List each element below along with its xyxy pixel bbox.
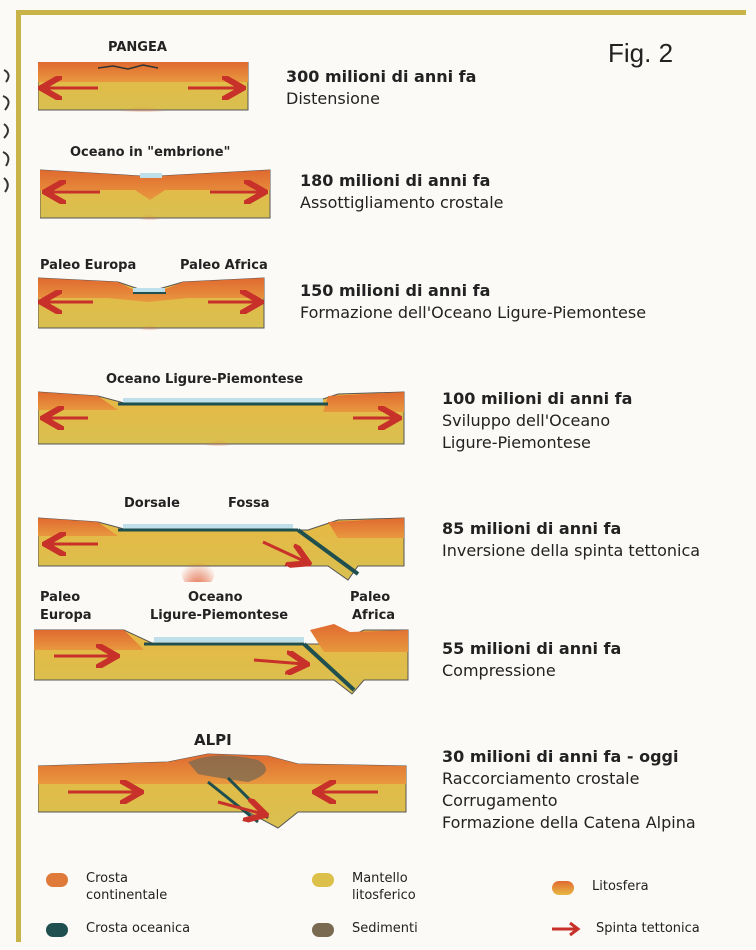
stage-100-heading: 100 milioni di anni fa	[442, 388, 632, 410]
stage-150-text: 150 milioni di anni fa Formazione dell'O…	[300, 280, 646, 324]
label-paleo-africa: Paleo Africa	[180, 258, 268, 274]
legend-label: Sedimenti	[352, 920, 418, 937]
legend-tectonic-thrust: Spinta tettonica	[552, 920, 742, 937]
label-paleo-left: Paleo	[40, 590, 80, 606]
label-fossa: Fossa	[228, 496, 270, 512]
label-oceano-55: Oceano	[188, 590, 243, 606]
stage-30-heading: 30 milioni di anni fa - oggi	[442, 746, 696, 768]
label-pangea: PANGEA	[108, 40, 167, 56]
stage-85-line-1: Inversione della spinta tettonica	[442, 540, 700, 562]
diagram-30	[38, 752, 408, 830]
stage-30-line-2: Corrugamento	[442, 790, 696, 812]
diagram-150	[38, 276, 266, 330]
label-africa-right: Africa	[352, 608, 395, 624]
stage-100-line-2: Ligure-Piemontese	[442, 432, 632, 454]
stage-180-heading: 180 milioni di anni fa	[300, 170, 503, 192]
diagram-85	[38, 514, 406, 582]
stage-300-heading: 300 milioni di anni fa	[286, 66, 476, 88]
diagram-180	[40, 168, 272, 220]
legend-swatch	[46, 873, 68, 887]
legend-label: Crosta continentale	[86, 870, 196, 904]
stage-100-line-1: Sviluppo dell'Oceano	[442, 410, 632, 432]
legend-swatch	[312, 873, 334, 887]
diagram-300	[38, 62, 250, 112]
label-ligure-piemontese-55: Ligure-Piemontese	[150, 608, 288, 624]
label-dorsale: Dorsale	[124, 496, 180, 512]
stage-180-line-1: Assottigliamento crostale	[300, 192, 503, 214]
diagram-55	[34, 624, 410, 696]
stage-55-line-1: Compressione	[442, 660, 621, 682]
figure-label: Fig. 2	[608, 38, 673, 69]
legend-sediments: Sedimenti	[312, 920, 462, 937]
label-paleo-europa: Paleo Europa	[40, 258, 136, 274]
stage-180-text: 180 milioni di anni fa Assottigliamento …	[300, 170, 503, 214]
stage-300-text: 300 milioni di anni fa Distensione	[286, 66, 476, 110]
label-oceano-embrione: Oceano in "embrione"	[70, 145, 230, 161]
stage-300-line-1: Distensione	[286, 88, 476, 110]
legend-mantle: Mantello litosferico	[312, 870, 462, 904]
edge-marks	[0, 60, 16, 200]
legend-lithosphere: Litosfera	[552, 878, 722, 895]
arrow-icon	[552, 921, 582, 937]
stage-30-text: 30 milioni di anni fa - oggi Raccorciame…	[442, 746, 696, 834]
stage-100-text: 100 milioni di anni fa Sviluppo dell'Oce…	[442, 388, 632, 454]
stage-85-text: 85 milioni di anni fa Inversione della s…	[442, 518, 700, 562]
legend-swatch	[46, 923, 68, 937]
legend-label: Spinta tettonica	[596, 920, 700, 937]
diagram-100	[38, 388, 406, 446]
label-europa-left: Europa	[40, 608, 92, 624]
legend-continental-crust: Crosta continentale	[46, 870, 196, 904]
legend-swatch	[312, 923, 334, 937]
label-oceano-ligure-100: Oceano Ligure-Piemontese	[106, 372, 303, 388]
label-paleo-right: Paleo	[350, 590, 390, 606]
stage-150-line-1: Formazione dell'Oceano Ligure-Piemontese	[300, 302, 646, 324]
stage-30-line-3: Formazione della Catena Alpina	[442, 812, 696, 834]
stage-55-heading: 55 milioni di anni fa	[442, 638, 621, 660]
stage-55-text: 55 milioni di anni fa Compressione	[442, 638, 621, 682]
legend-oceanic-crust: Crosta oceanica	[46, 920, 246, 937]
legend-label: Crosta oceanica	[86, 920, 190, 937]
stage-30-line-1: Raccorciamento crostale	[442, 768, 696, 790]
label-alpi: ALPI	[194, 732, 232, 748]
legend-swatch	[552, 881, 574, 895]
stage-150-heading: 150 milioni di anni fa	[300, 280, 646, 302]
legend-label: Mantello litosferico	[352, 870, 462, 904]
legend-label: Litosfera	[592, 878, 649, 895]
stage-85-heading: 85 milioni di anni fa	[442, 518, 700, 540]
